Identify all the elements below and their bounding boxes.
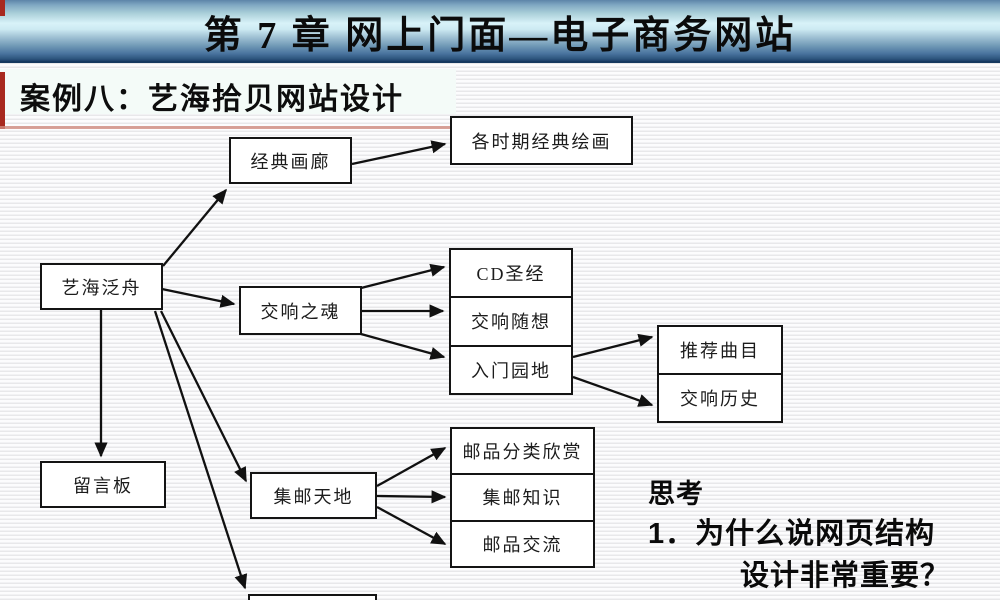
notes-heading: 思考 — [648, 479, 704, 509]
diagram-node-symphony: 交响之魂 — [239, 286, 362, 335]
diagram-column-tracks: 推荐曲目 交响历史 — [657, 325, 783, 423]
question-line-2: 设计非常重要？ — [740, 560, 951, 592]
subtitle-band — [0, 69, 456, 114]
diagram-node-tracks: 推荐曲目 — [680, 341, 760, 361]
diagram-node-stamp-know: 集邮知识 — [452, 473, 593, 519]
diagram-column-cd: CD圣经 交响随想 入门园地 — [449, 248, 573, 395]
diagram-node-root: 艺海泛舟 — [40, 263, 163, 310]
question-line-1: 1．为什么说网页结构 — [648, 518, 936, 550]
red-accent-side — [0, 72, 5, 129]
diagram-node-gallery: 经典画廊 — [229, 137, 352, 184]
diagram-node-paintings: 各时期经典绘画 — [450, 116, 633, 165]
slide-title: 第 7 章 网上门面—电子商务网站 — [203, 15, 797, 57]
diagram-node-stamp-exchange: 邮品交流 — [452, 519, 593, 566]
subtitle-underline — [0, 126, 456, 129]
diagram-node-cd-bible: CD圣经 — [476, 264, 546, 285]
notes-block: 思考 1．为什么说网页结构 设计非常重要？ — [648, 479, 950, 596]
diagram-node-partial — [248, 594, 377, 600]
diagram-node-history: 交响历史 — [659, 373, 781, 421]
diagram-column-stamp: 邮品分类欣赏 集邮知识 邮品交流 — [450, 427, 595, 568]
diagram-node-garden: 入门园地 — [451, 344, 571, 393]
red-accent-top — [0, 0, 5, 16]
diagram-node-stamp-view: 邮品分类欣赏 — [462, 442, 583, 463]
diagram-node-caprice: 交响随想 — [451, 296, 571, 344]
slide-subtitle: 案例八：艺海拾贝网站设计 — [20, 83, 404, 116]
diagram-node-stamps: 集邮天地 — [250, 472, 377, 519]
diagram-node-message-board: 留言板 — [40, 461, 166, 508]
title-bar: 第 7 章 网上门面—电子商务网站 — [0, 0, 1000, 63]
